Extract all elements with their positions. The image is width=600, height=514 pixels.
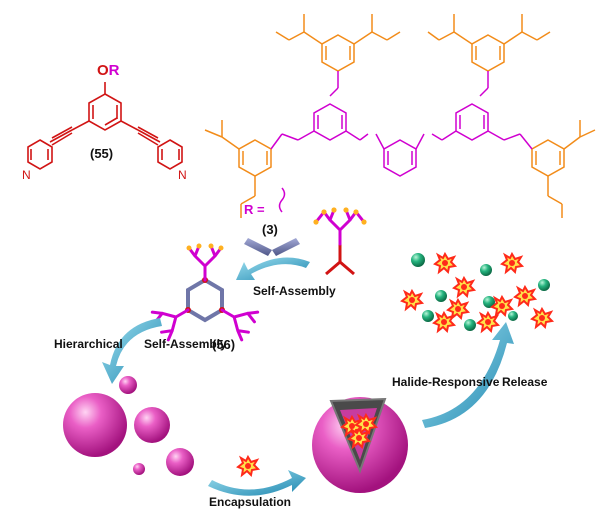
component-3-id: (3) [262, 222, 278, 237]
released-guests [401, 253, 553, 332]
process-arrows [102, 257, 514, 496]
release-label: Release [502, 375, 548, 389]
loaded-vesicle [312, 397, 408, 493]
r-definition: R = [244, 202, 265, 217]
pyridine-n-left: N [22, 168, 31, 182]
metallacycle-56 [149, 243, 261, 343]
encapsulation-label: Encapsulation [209, 495, 292, 509]
hierarchical-self-assembly-label: Self-Assembly [144, 337, 227, 351]
component-3-rods [244, 238, 300, 256]
pyridine-n-right: N [178, 168, 187, 182]
tripodal-dendron [313, 207, 367, 276]
substituent-label: OR [97, 62, 120, 79]
metallacycle-56-id: (56) [212, 337, 236, 352]
hierarchical-label: Hierarchical [54, 337, 123, 351]
self-assembly-label: Self-Assembly [253, 284, 336, 298]
compound-55-id: (55) [90, 146, 114, 161]
dendron-structure [204, 14, 596, 218]
compound-55-structure [27, 82, 183, 170]
halide-responsive-label: Halide-Responsive [392, 375, 500, 389]
guest-molecule [237, 456, 259, 476]
vesicles [63, 376, 194, 476]
